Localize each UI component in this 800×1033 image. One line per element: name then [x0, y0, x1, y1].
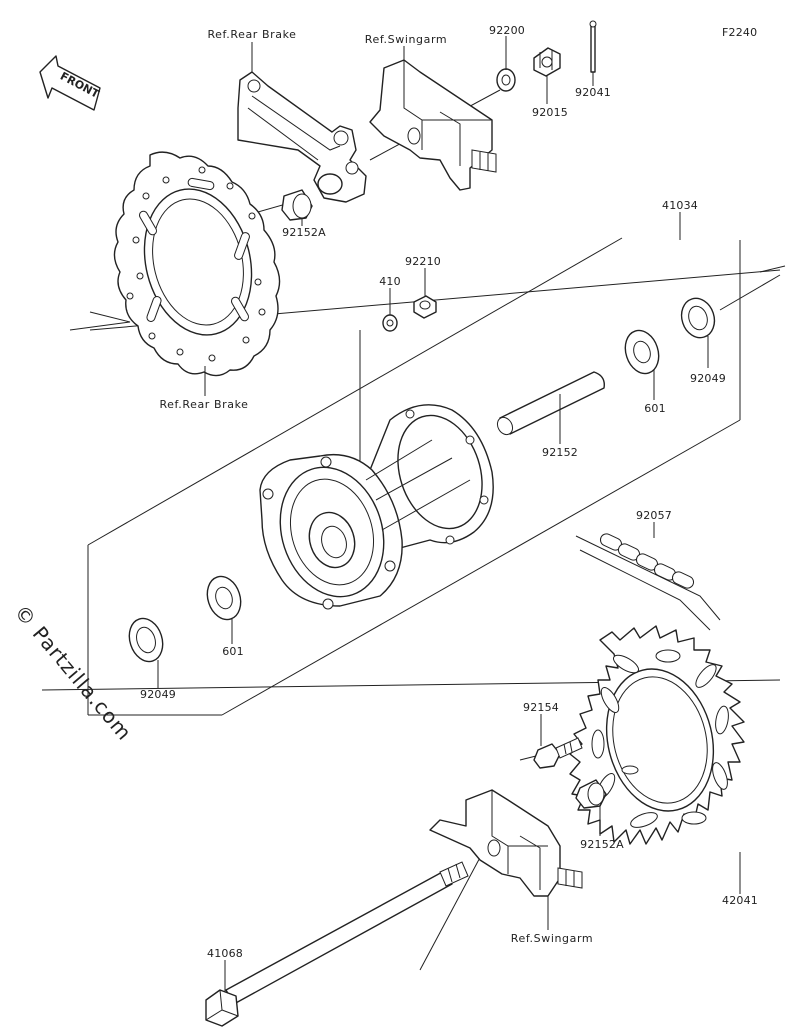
part-92152A-collar-bottom: [575, 779, 607, 809]
part-92154-bolt: [533, 737, 583, 769]
label-part-92041[interactable]: 92041: [575, 86, 611, 99]
part-92200-washer: [496, 68, 516, 92]
label-part-41034[interactable]: 41034: [662, 199, 698, 212]
part-410-washer: [382, 314, 398, 332]
label-part-92200[interactable]: 92200: [489, 24, 525, 37]
label-part-92057[interactable]: 92057: [636, 509, 672, 522]
label-part-410[interactable]: 410: [379, 275, 401, 288]
label-part-92049-left[interactable]: 92049: [140, 688, 176, 701]
label-ref-rear-brake-top[interactable]: Ref.Rear Brake: [207, 28, 297, 41]
label-part-92152A-bottom[interactable]: 92152A: [580, 838, 624, 851]
leader-lines: [157, 36, 741, 992]
part-601-bearing-right: [624, 329, 660, 375]
label-part-601-left[interactable]: 601: [222, 645, 244, 658]
part-92041-pin: [589, 20, 597, 73]
label-part-92154[interactable]: 92154: [523, 701, 559, 714]
label-part-92049-right[interactable]: 92049: [690, 372, 726, 385]
label-ref-rear-brake-bottom[interactable]: Ref.Rear Brake: [159, 398, 249, 411]
part-92210-nut: [413, 295, 437, 319]
diagram-code: F2240: [722, 26, 758, 39]
part-42041-sprocket: [569, 625, 745, 845]
swingarm-block-bottom: [429, 789, 583, 897]
label-ref-swingarm-top[interactable]: Ref.Swingarm: [364, 33, 448, 46]
rear-brake-bracket: [237, 71, 367, 203]
part-92049-seal-left: [128, 617, 164, 663]
label-part-42041[interactable]: 42041: [722, 894, 758, 907]
label-part-41068[interactable]: 41068: [207, 947, 243, 960]
front-arrow-icon: FRONT: [39, 55, 102, 111]
part-92015-nut: [533, 47, 561, 77]
part-601-bearing-left: [206, 575, 242, 621]
label-part-92015[interactable]: 92015: [532, 106, 568, 119]
part-92152A-collar-top: [281, 189, 313, 221]
swingarm-block-top: [369, 59, 497, 191]
label-part-92152[interactable]: 92152: [542, 446, 578, 459]
axis-lines: [41, 89, 786, 971]
label-part-601-right[interactable]: 601: [644, 402, 666, 415]
part-92049-seal-right: [680, 297, 716, 339]
label-ref-swingarm-bottom[interactable]: Ref.Swingarm: [510, 932, 594, 945]
part-92152-spacer: [496, 371, 605, 436]
part-92057-chain: [575, 533, 721, 631]
part-41068-axle: [205, 861, 469, 1027]
label-part-92152A-top[interactable]: 92152A: [282, 226, 326, 239]
wheel-hub: [259, 404, 494, 610]
label-part-92210[interactable]: 92210: [405, 255, 441, 268]
brake-disc: [113, 151, 281, 377]
